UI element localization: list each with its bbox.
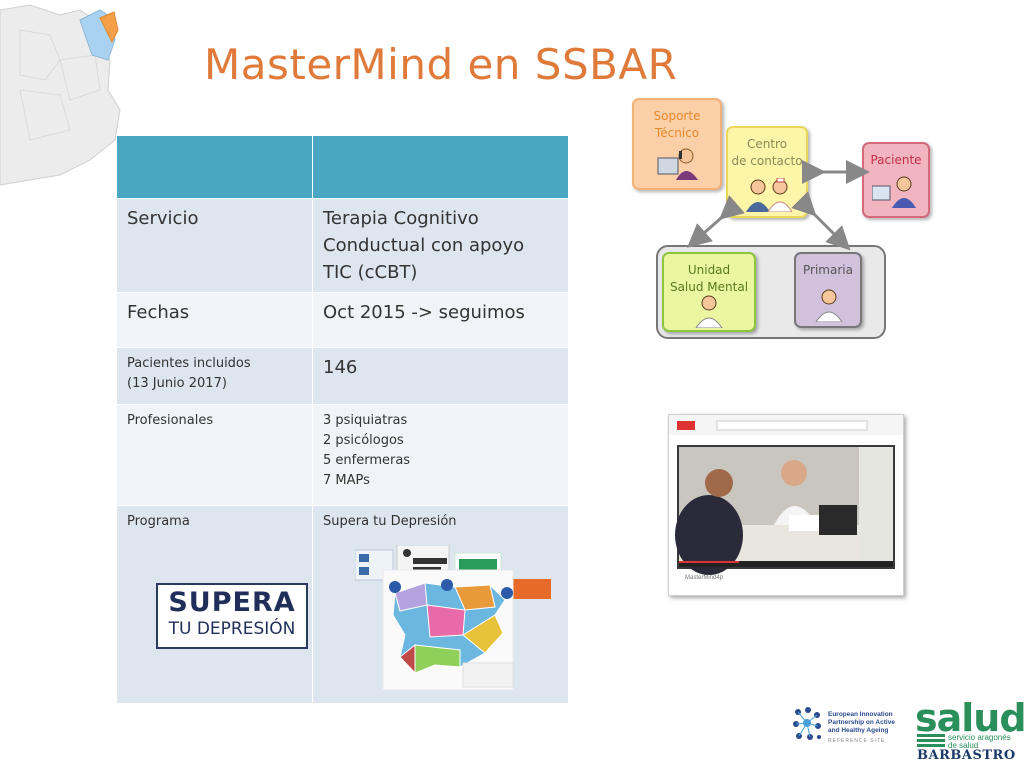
contact-staff-icon: [746, 178, 793, 212]
supera-logo-line1: SUPERA: [168, 587, 296, 618]
video-thumbnail[interactable]: MasterMind4p: [668, 414, 904, 596]
row-value: 3 psiquiatras 2 psicólogos 5 enfermeras …: [312, 404, 569, 506]
table-row: Servicio Terapia Cognitivo Conductual co…: [116, 198, 569, 293]
eip-text: European Innovation Partnership on Activ…: [828, 711, 895, 734]
table-header-cell: [312, 135, 569, 199]
arrow-centro-unidad-icon: [686, 195, 745, 248]
row-label: Profesionales: [116, 404, 313, 506]
table-row: Pacientes incluidos (13 Junio 2017) 146: [116, 347, 569, 405]
primaria-box: Primaria: [794, 252, 862, 328]
physician-icon: [815, 289, 843, 322]
row-label: Pacientes incluidos (13 Junio 2017): [116, 347, 313, 405]
paciente-box: Paciente: [862, 142, 930, 218]
table-header-row: [116, 135, 569, 199]
supera-logo-line2: TU DEPRESIÓN: [168, 619, 296, 639]
row-label: Servicio: [116, 198, 313, 293]
partners-spain-map-icon: [355, 545, 551, 691]
info-table: Servicio Terapia Cognitivo Conductual co…: [116, 135, 569, 704]
row-value: 146: [312, 347, 569, 405]
patient-icon: [872, 176, 916, 208]
technician-icon: [657, 148, 698, 180]
eip-aha-logo-icon: [793, 707, 821, 740]
arrow-centro-primaria-icon: [791, 191, 851, 250]
row-value: Oct 2015 -> seguimos: [312, 292, 569, 348]
centro-contacto-box: Centro de contacto: [726, 126, 808, 218]
salud-logo-subtitle: servicio aragonés de salud: [948, 733, 1011, 750]
diagram-arrows: [686, 160, 870, 250]
row-label: Fechas: [116, 292, 313, 348]
unidad-salud-mental-box: Unidad Salud Mental: [662, 252, 756, 332]
eip-reference-site: REFERENCE SITE: [828, 738, 886, 744]
table-header-cell: [116, 135, 313, 199]
page-title: MasterMind en SSBAR: [204, 40, 678, 89]
spain-corner-map-icon: [0, 4, 121, 186]
video-scene-icon: [669, 415, 903, 575]
salud-logo-word: salud: [915, 696, 1024, 740]
table-row: Fechas Oct 2015 -> seguimos: [116, 292, 569, 348]
supera-logo: SUPERA TU DEPRESIÓN: [156, 583, 308, 649]
video-caption: MasterMind4p: [685, 575, 724, 581]
salud-barbastro-label: BARBASTRO: [917, 748, 1016, 763]
row-value: Supera tu Depresión: [312, 505, 569, 704]
soporte-tecnico-box: Soporte Técnico: [632, 98, 722, 190]
doctor-icon: [695, 295, 723, 328]
salud-stripes-icon: [917, 734, 945, 747]
table-row: Profesionales 3 psiquiatras 2 psicólogos…: [116, 404, 569, 506]
row-value: Terapia Cognitivo Conductual con apoyo T…: [312, 198, 569, 293]
